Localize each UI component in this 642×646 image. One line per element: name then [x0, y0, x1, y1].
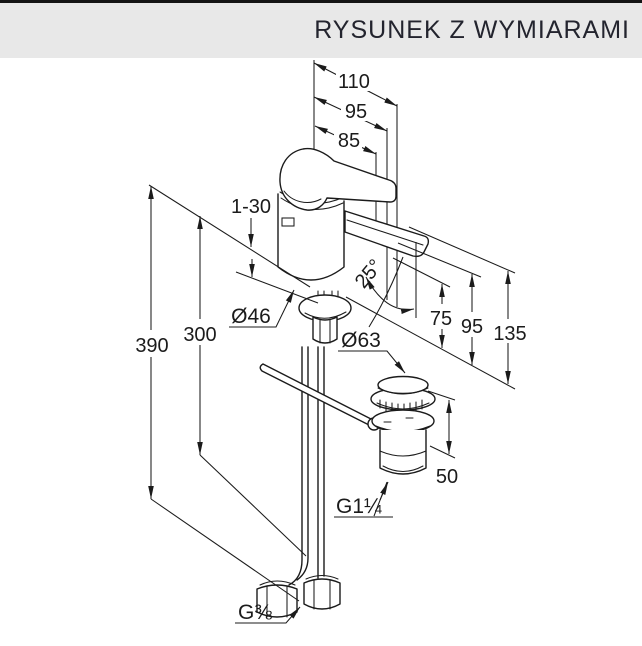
pop-up-waste-assembly	[259, 363, 436, 475]
spout-edge	[346, 219, 424, 246]
temperature-stop-tab	[281, 217, 295, 227]
waste-tailpiece-seams	[379, 450, 427, 473]
extension-line	[408, 226, 516, 274]
page-header: RYSUNEK Z WYMIARAMI	[0, 0, 642, 58]
mounting-nut	[312, 316, 338, 344]
hose-connector-facets	[313, 579, 331, 610]
dimension-group-right-heights: 75 95 135	[427, 271, 530, 384]
waste-tailpiece	[379, 429, 427, 475]
dimension-label-25deg: 25°	[351, 255, 387, 292]
leader-waste-diameter	[338, 350, 406, 374]
extension-line	[150, 498, 300, 602]
dimension-group-left-heights: 390 300	[130, 186, 221, 499]
leader-base-diameter	[229, 289, 295, 328]
lever-handle-edge	[283, 190, 322, 203]
waste-cap-rim	[377, 387, 429, 395]
label-waste-thread: G1¼	[336, 495, 382, 518]
label-mask	[130, 330, 173, 357]
dimension-label-1-30: 1-30	[231, 196, 271, 218]
dimension-label-390: 390	[135, 335, 168, 357]
label-hose-thread: G⅜	[238, 601, 272, 624]
label-mask	[341, 101, 370, 121]
label-mask	[179, 319, 221, 345]
waste-flange-rim	[376, 402, 430, 410]
hose-collar	[259, 580, 296, 586]
leader-hose-thread	[235, 606, 301, 624]
dimension-label-50: 50	[436, 466, 458, 488]
leader-waste-thread-arrow	[379, 481, 389, 501]
label-mask	[334, 129, 362, 149]
label-mask	[427, 304, 456, 329]
callout-labels: Ø46 Ø63 50 G1¼ G⅜	[229, 289, 458, 624]
pull-rod	[259, 363, 372, 427]
extension-line	[427, 390, 456, 401]
mounting-nut-facets	[319, 319, 331, 344]
label-waste-diameter: Ø63	[341, 329, 381, 352]
label-mask	[491, 319, 530, 343]
supply-hose	[296, 346, 309, 581]
label-mask	[336, 70, 371, 91]
deck-line-upper	[148, 184, 311, 288]
label-mask	[458, 312, 487, 337]
waste-knurling	[379, 399, 423, 415]
dimension-label-95-right: 95	[461, 316, 483, 338]
extension-line	[392, 257, 451, 288]
extension-line	[199, 454, 307, 557]
dimension-group-deck-thickness: 1-30	[231, 196, 271, 277]
supply-hose	[317, 346, 325, 579]
page-title: RYSUNEK Z WYMIARAMI	[314, 16, 630, 44]
dimension-label-75: 75	[430, 308, 452, 330]
dimension-label-95-top: 95	[345, 101, 367, 123]
label-base-diameter: Ø46	[231, 305, 271, 328]
lever-handle	[279, 147, 397, 211]
dimension-label-300: 300	[183, 324, 216, 346]
extension-line	[397, 242, 482, 278]
waste-lock-ring	[371, 409, 435, 433]
hose-connector	[303, 578, 341, 610]
dimension-label-135: 135	[493, 323, 526, 345]
reference-lines	[148, 184, 516, 602]
deck-line-lower	[235, 271, 319, 304]
hose-connector-facets	[266, 585, 288, 618]
angle-arc	[365, 276, 415, 315]
dimension-group-spout-angle: 25°	[351, 242, 417, 328]
faucet-spout	[344, 210, 430, 258]
hose-collar	[305, 574, 339, 580]
extension-line	[429, 445, 456, 459]
mounting-washer-rim	[304, 311, 347, 319]
faucet	[256, 147, 430, 618]
dimension-label-110: 110	[338, 71, 370, 93]
dimension-label-85: 85	[338, 130, 360, 152]
